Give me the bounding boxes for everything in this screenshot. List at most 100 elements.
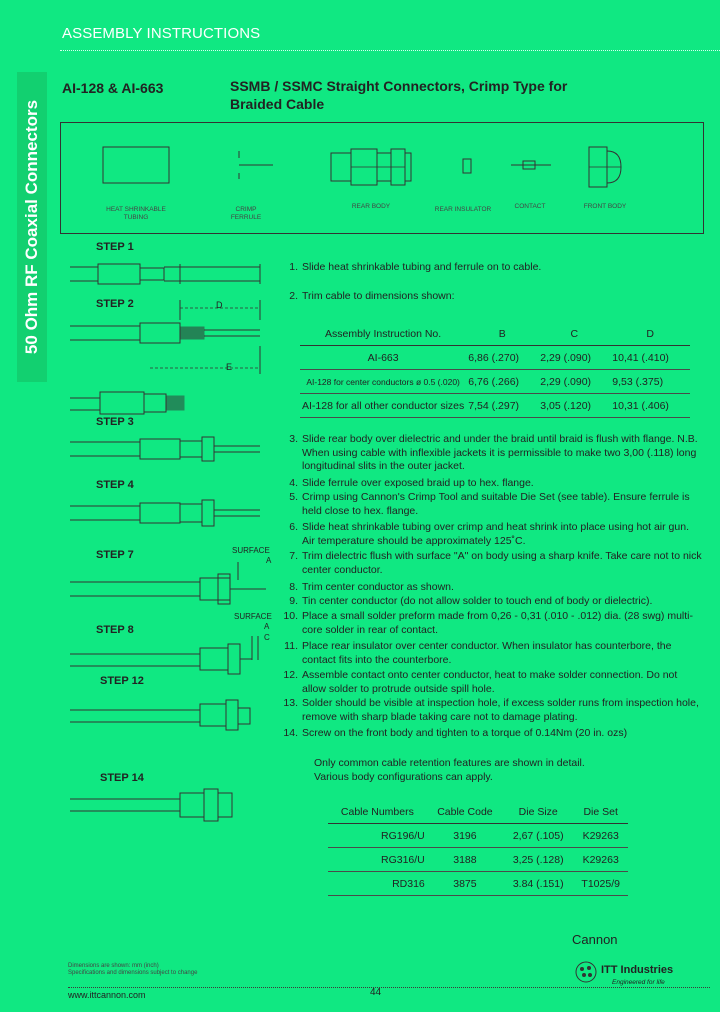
step-14-drawing	[70, 788, 233, 822]
table-header-cell: Cable Code	[426, 800, 504, 824]
surface-label-step-7: SURFACE	[232, 546, 270, 555]
surface-label-step-8: SURFACE	[234, 612, 272, 621]
note-line-1: Only common cable retention features are…	[314, 757, 585, 769]
instruction-text: Trim cable to dimensions shown:	[302, 290, 455, 302]
rear-body-drawing	[330, 148, 412, 186]
brand-name: Cannon	[572, 932, 618, 947]
table-cell: RD316	[328, 871, 427, 896]
table-cell: RG196/U	[328, 823, 427, 848]
part-label-rear-insulator: REAR INSULATOR	[434, 206, 492, 213]
part-label-heat-shrink: HEAT SHRINKABLE TUBING	[106, 206, 166, 221]
table-row: RG196/U 3196 2,67 (.105) K29263	[328, 823, 628, 848]
step-2b-drawing	[70, 391, 185, 415]
step-2-drawing	[70, 300, 261, 374]
table-cell: 10,31 (.406)	[610, 393, 690, 418]
page-title: SSMB / SSMC Straight Connectors, Crimp T…	[230, 77, 610, 113]
table-cell: 3875	[426, 871, 504, 896]
instruction-text: Trim center conductor as shown.	[302, 581, 454, 593]
step-label-4: STEP 4	[96, 479, 134, 491]
page-title-line-2: Braided Cable	[230, 96, 325, 112]
table-cell: RG316/U	[328, 847, 427, 872]
instruction-number: 2.	[289, 290, 298, 302]
instruction-number: 5.	[289, 491, 298, 503]
header-divider	[60, 50, 720, 51]
instruction-number: 4.	[289, 477, 298, 489]
step-label-7: STEP 7	[96, 549, 134, 561]
instruction-text: Place rear insulator over center conduct…	[302, 640, 672, 666]
table-cell: 9,53 (.375)	[610, 369, 690, 394]
page-title-line-1: SSMB / SSMC Straight Connectors, Crimp T…	[230, 78, 568, 94]
table-header-cell: Die Size	[503, 800, 574, 824]
part-label-crimp-ferrule: CRIMP FERRULE	[230, 206, 262, 221]
step-label-2: STEP 2	[96, 298, 134, 310]
front-body-drawing	[588, 146, 622, 188]
instruction-text: Slide ferrule over exposed braid up to h…	[302, 477, 534, 489]
table-row: AI-128 for all other conductor sizes 7,5…	[300, 393, 690, 418]
footer-divider	[68, 987, 710, 988]
instruction-text: Tin center conductor (do not allow solde…	[302, 595, 653, 607]
table-header-cell: C	[538, 322, 611, 346]
parts-diagram	[102, 146, 622, 188]
surface-a-letter-step-7: A	[266, 556, 272, 565]
table-cell: 10,41 (.410)	[610, 345, 690, 370]
table-cell: 2,29 (.090)	[538, 369, 611, 394]
table-cell: K29263	[573, 823, 628, 848]
step-3-drawing	[70, 436, 260, 462]
instruction-number: 13.	[283, 697, 298, 709]
part-label-front-body: FRONT BODY	[583, 203, 627, 210]
company-name: ITT Industries	[601, 964, 674, 976]
table-cell: 2,29 (.090)	[538, 345, 611, 370]
table-header-cell: Die Set	[573, 800, 628, 824]
instruction-number: 1.	[289, 261, 298, 273]
instruction-text: Crimp using Cannon's Crimp Tool and suit…	[302, 491, 690, 517]
table-cell: 3.84 (.151)	[503, 871, 574, 896]
step-12-drawing	[70, 699, 251, 731]
instruction-text: Solder should be visible at inspection h…	[302, 697, 699, 723]
step-label-1: STEP 1	[96, 241, 134, 253]
instruction-1: 1. Slide heat shrinkable tubing and ferr…	[276, 261, 716, 275]
table-cell: AI-663	[300, 345, 467, 370]
instruction-number: 7.	[289, 550, 298, 562]
table-header-row: Cable Numbers Cable Code Die Size Die Se…	[328, 800, 628, 824]
instruction-text: Place a small solder preform made from 0…	[302, 610, 693, 636]
step-label-8: STEP 8	[96, 624, 134, 636]
table-cell: K29263	[573, 847, 628, 872]
rear-insulator-drawing	[462, 158, 472, 174]
table-cell: 6,76 (.266)	[466, 369, 539, 394]
company-tagline: Engineered for life	[612, 979, 665, 986]
crimp-ferrule-drawing	[238, 151, 273, 179]
instruction-number: 14.	[283, 727, 298, 739]
table-cell: 3,25 (.128)	[503, 847, 574, 872]
instruction-text: Slide heat shrinkable tubing and ferrule…	[302, 261, 542, 273]
table-header-cell: B	[466, 322, 539, 346]
footer-url[interactable]: www.ittcannon.com	[68, 990, 146, 1000]
step-label-14: STEP 14	[100, 772, 144, 784]
fine-print-specifications: Specifications and dimensions subject to…	[68, 970, 198, 976]
dimension-table: Assembly Instruction No. B C D AI-663 6,…	[300, 322, 690, 418]
heat-shrink-tubing-drawing	[102, 146, 170, 184]
instruction-text: Slide rear body over dielectric and unde…	[302, 433, 698, 472]
step-8-drawing	[70, 636, 259, 675]
header-title: ASSEMBLY INSTRUCTIONS	[62, 25, 261, 42]
table-header-row: Assembly Instruction No. B C D	[300, 322, 690, 346]
step-7-drawing	[70, 562, 266, 605]
table-header-cell: Assembly Instruction No.	[300, 322, 467, 346]
note-line-2: Various body configurations can apply.	[314, 771, 493, 783]
part-label-contact: CONTACT	[514, 203, 546, 210]
instruction-number: 3.	[289, 433, 298, 445]
page-number: 44	[370, 987, 382, 998]
table-cell: 6,86 (.270)	[466, 345, 539, 370]
table-row: RG316/U 3188 3,25 (.128) K29263	[328, 847, 628, 872]
instruction-text: Screw on the front body and tighten to a…	[302, 727, 628, 739]
dimension-e: E	[226, 362, 233, 372]
table-cell: AI-128 for all other conductor sizes	[300, 393, 467, 418]
instruction-number: 8.	[289, 581, 298, 593]
table-header-cell: Cable Numbers	[328, 800, 427, 824]
surface-a-letter-step-8: A	[264, 622, 270, 631]
instruction-2: 2. Trim cable to dimensions shown:	[276, 290, 716, 304]
table-row: AI-663 6,86 (.270) 2,29 (.090) 10,41 (.4…	[300, 345, 690, 370]
dimension-c-step-8: C	[264, 633, 270, 642]
cable-table: Cable Numbers Cable Code Die Size Die Se…	[328, 800, 628, 896]
step-label-12: STEP 12	[100, 675, 144, 687]
